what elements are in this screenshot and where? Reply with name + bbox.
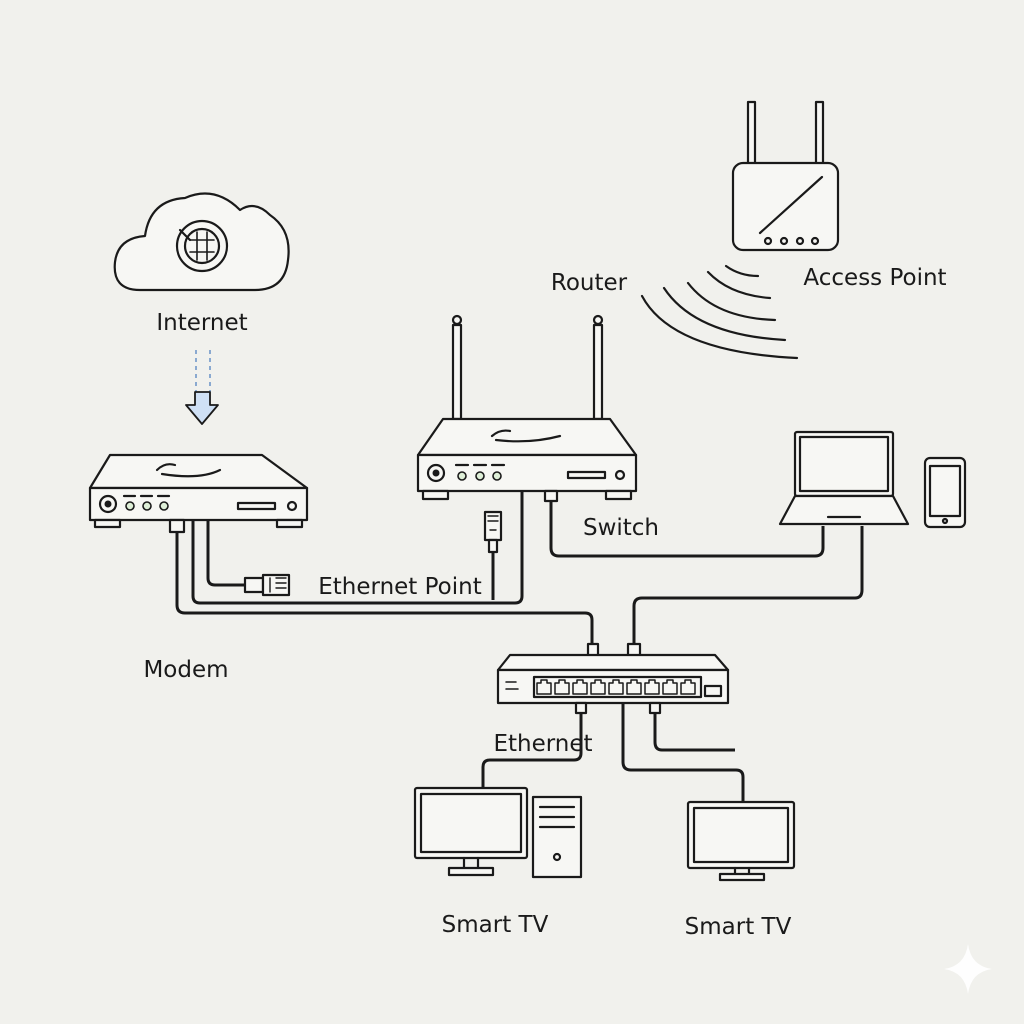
- switch-port: [644, 679, 660, 695]
- smart-tv-label-2: Smart TV: [685, 914, 792, 940]
- cloud-icon: [113, 192, 290, 292]
- router-label: Router: [551, 270, 628, 296]
- switch-port: [590, 679, 606, 695]
- globe-icon: [175, 219, 229, 273]
- switch-port: [554, 679, 570, 695]
- ethernet-point-label: Ethernet Point: [318, 574, 482, 600]
- cable-modem-to-ethernet-point: [206, 520, 245, 587]
- cable-switch-to-tv: [621, 703, 745, 802]
- cable-router-to-laptop: [549, 500, 825, 558]
- sparkle-icon: [944, 944, 992, 994]
- down-arrow-icon: [185, 350, 219, 425]
- modem-icon: [88, 453, 309, 534]
- switch-label: Switch: [583, 515, 659, 541]
- cables: [175, 490, 864, 802]
- internet-label: Internet: [156, 310, 247, 336]
- cable-modem-to-router: [191, 490, 524, 605]
- ethernet-plug-icon: [243, 573, 291, 597]
- desktop-monitor-icon: [413, 786, 529, 877]
- switch-port: [572, 679, 588, 695]
- wifi-waves-icon: [640, 264, 799, 360]
- switch-port: [536, 679, 552, 695]
- switch-icon: [496, 642, 730, 715]
- cable-switch-to-desktop: [481, 712, 583, 788]
- access-point-label: Access Point: [803, 265, 946, 291]
- pc-tower-icon: [531, 795, 583, 879]
- switch-port: [608, 679, 624, 695]
- cable-switch-extra: [653, 712, 735, 752]
- switch-port: [680, 679, 696, 695]
- cable-switch-to-laptop: [632, 526, 864, 646]
- router-icon: [416, 314, 638, 503]
- phone-icon: [923, 456, 967, 529]
- switch-port: [662, 679, 678, 695]
- access-point-icon: [731, 100, 840, 252]
- tv-icon: [686, 800, 796, 882]
- switch-port: [626, 679, 642, 695]
- smart-tv-label-1: Smart TV: [442, 912, 549, 938]
- modem-label: Modem: [143, 657, 228, 683]
- ethernet-label: Ethernet: [493, 731, 592, 757]
- ethernet-plug-icon: [483, 510, 503, 554]
- cable-modem-to-switch: [175, 530, 594, 646]
- laptop-icon: [778, 430, 910, 526]
